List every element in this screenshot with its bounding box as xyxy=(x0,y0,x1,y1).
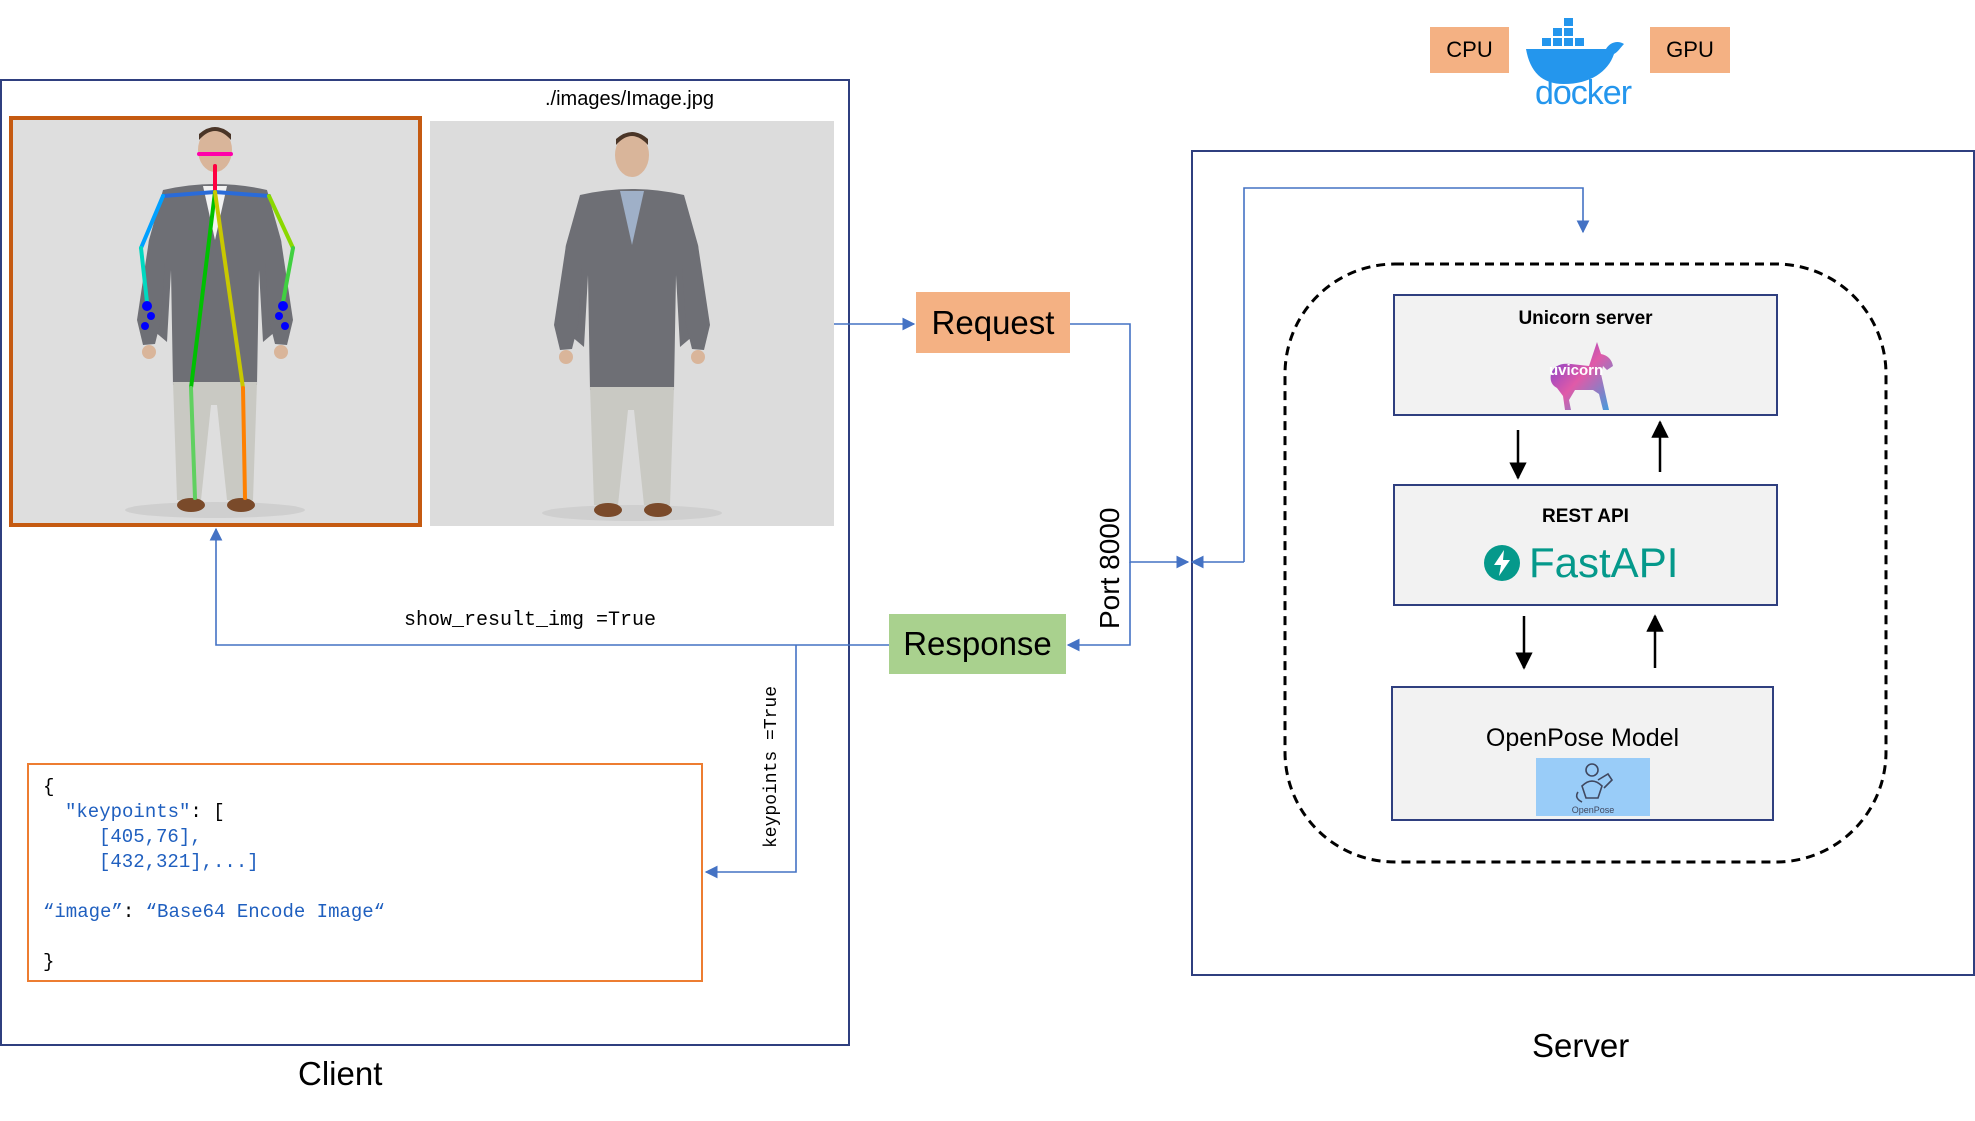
result-image xyxy=(9,116,422,527)
openpose-logo: OpenPose xyxy=(1536,758,1650,816)
docker-logo: docker xyxy=(1520,14,1640,114)
uvicorn-title: Unicorn server xyxy=(1518,308,1653,329)
json-keypoints-line: "keypoints": [ xyxy=(43,800,687,825)
json-keypoints-key: "keypoints" xyxy=(65,801,191,823)
json-image-line: “image”: “Base64 Encode Image“ xyxy=(43,900,687,925)
fastapi-lightning-icon xyxy=(1484,545,1520,581)
openpose-logo-text: OpenPose xyxy=(1571,805,1615,815)
uvicorn-logo-text: uvicorn xyxy=(1549,362,1604,379)
image-path-label: ./images/Image.jpg xyxy=(545,88,714,110)
person-with-keypoints-illustration xyxy=(125,127,305,518)
fastapi-logo: FastAPI xyxy=(1483,538,1678,588)
fastapi-wordmark: FastAPI xyxy=(1529,539,1679,586)
docker-whale-icon xyxy=(1526,18,1624,84)
json-keypoints-bracket: : [ xyxy=(190,801,225,823)
json-response-box: { "keypoints": [ [405,76], [432,321],...… xyxy=(27,763,703,982)
source-image xyxy=(430,121,834,526)
response-label: Response xyxy=(903,625,1052,662)
rest-api-box: REST API FastAPI xyxy=(1393,484,1778,606)
docker-wordmark: docker xyxy=(1534,74,1632,112)
json-keypoint-2: [432,321],...] xyxy=(99,851,259,873)
port-label: Port 8000 xyxy=(1094,507,1125,629)
uvicorn-server-box: Unicorn server uvicorn xyxy=(1393,294,1778,416)
request-label: Request xyxy=(931,303,1055,341)
openpose-title: OpenPose Model xyxy=(1485,724,1680,752)
json-close-brace: } xyxy=(43,951,55,973)
json-image-sep: : xyxy=(122,901,146,923)
response-box: Response xyxy=(889,614,1066,674)
client-title: Client xyxy=(298,1055,383,1092)
gpu-tag: GPU xyxy=(1650,27,1730,73)
json-open-brace: { xyxy=(43,776,55,798)
show-result-img-label: show_result_img =True xyxy=(404,609,657,632)
keypoints-flag-label: keypoints =True xyxy=(762,685,782,848)
request-box: Request xyxy=(916,292,1070,353)
gpu-label: GPU xyxy=(1666,37,1714,62)
openpose-model-box: OpenPose Model OpenPose xyxy=(1391,686,1774,821)
cpu-tag: CPU xyxy=(1430,27,1509,73)
json-image-key: “image” xyxy=(43,901,123,923)
json-image-value: “Base64 Encode Image“ xyxy=(145,901,386,923)
cpu-label: CPU xyxy=(1446,37,1493,62)
person-illustration xyxy=(542,132,722,521)
request-to-server-arrow xyxy=(1070,323,1190,569)
uvicorn-logo: uvicorn xyxy=(1545,340,1625,412)
rest-api-title: REST API xyxy=(1542,506,1629,527)
server-title: Server xyxy=(1532,1027,1630,1064)
json-keypoint-1: [405,76], xyxy=(99,826,202,848)
